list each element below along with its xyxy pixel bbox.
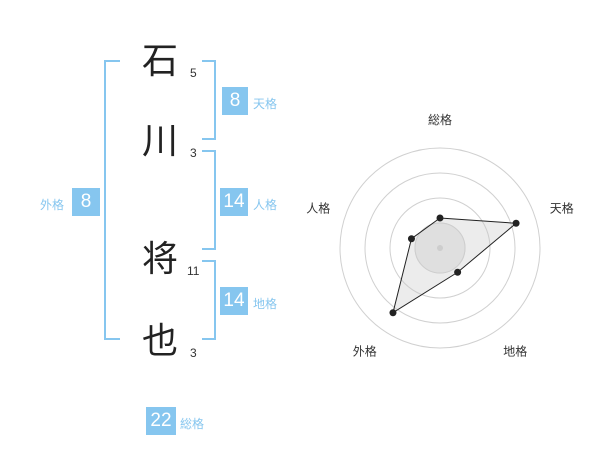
stroke-count-3: 11 bbox=[187, 264, 200, 278]
radar-axis-label: 総格 bbox=[428, 112, 452, 127]
stroke-count-2: 3 bbox=[190, 146, 197, 160]
radar-center bbox=[437, 245, 443, 251]
jinkaku-bracket bbox=[202, 150, 216, 250]
soukaku-label: 総格 bbox=[180, 417, 205, 431]
tenkaku-badge: 8 bbox=[222, 87, 248, 115]
name-char-2: 川 bbox=[142, 121, 179, 162]
radar-axis-label: 外格 bbox=[353, 344, 377, 359]
soukaku-badge: 22 bbox=[146, 407, 176, 435]
radar-point-1 bbox=[436, 214, 444, 222]
stroke-count-4: 3 bbox=[190, 346, 197, 360]
name-char-3: 将 bbox=[142, 239, 179, 280]
radar-axis-label: 地格 bbox=[503, 344, 527, 359]
radar-axis-label: 天格 bbox=[550, 200, 574, 215]
radar-point-3 bbox=[454, 268, 462, 276]
name-char-1: 石 bbox=[142, 41, 179, 82]
chikaku-label: 地格 bbox=[253, 297, 278, 311]
radar-point-2 bbox=[512, 219, 520, 227]
radar-series-polygon bbox=[392, 217, 518, 314]
jinkaku-label: 人格 bbox=[253, 198, 278, 212]
tenkaku-bracket bbox=[202, 60, 216, 140]
chikaku-badge: 14 bbox=[220, 287, 248, 315]
radar-ring bbox=[389, 197, 491, 299]
radar-point-5 bbox=[407, 235, 415, 243]
gaikaku-bracket bbox=[104, 60, 120, 340]
radar-ring bbox=[339, 147, 541, 349]
chikaku-bracket bbox=[202, 260, 216, 340]
radar-axis-label: 人格 bbox=[306, 200, 330, 215]
radar-point-4 bbox=[389, 309, 397, 317]
jinkaku-badge: 14 bbox=[220, 188, 248, 216]
radar-ring bbox=[364, 172, 516, 324]
gaikaku-badge: 8 bbox=[72, 188, 100, 216]
gaikaku-label: 外格 bbox=[40, 198, 65, 212]
stroke-count-1: 5 bbox=[190, 66, 197, 80]
name-char-4: 也 bbox=[142, 321, 179, 362]
tenkaku-label: 天格 bbox=[253, 97, 278, 111]
